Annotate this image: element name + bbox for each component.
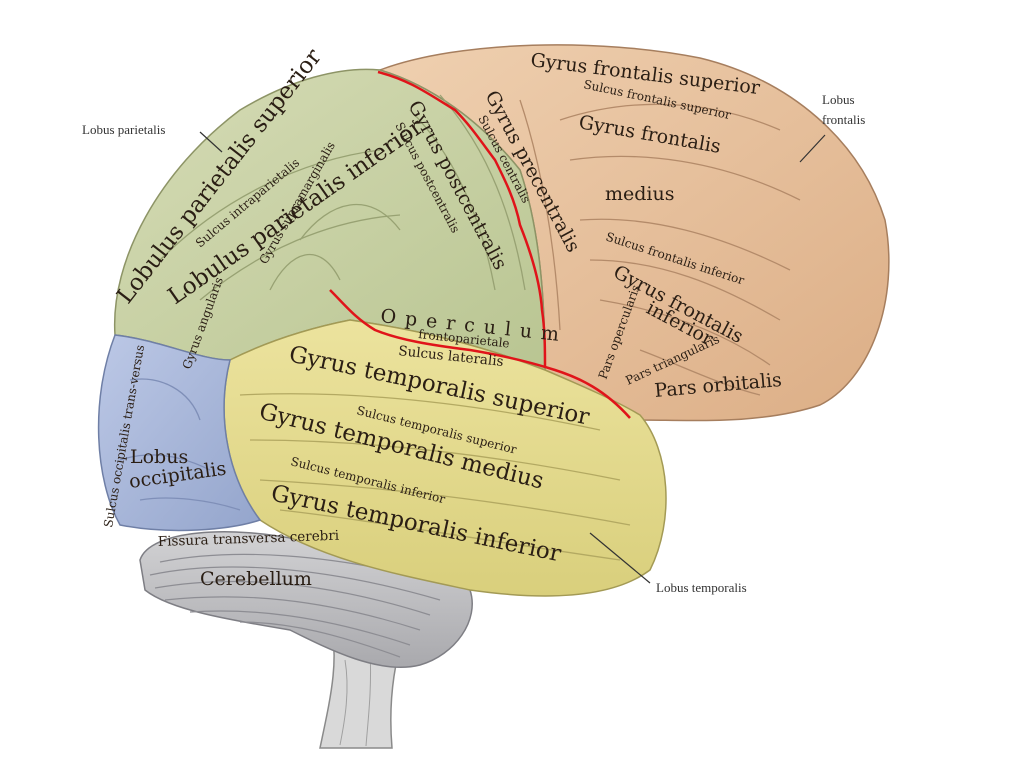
label-lobus-frontalis-2: frontalis bbox=[822, 112, 865, 127]
label-gyrus-frontalis-medius-2: medius bbox=[605, 183, 675, 205]
central-sulcus-highlight bbox=[377, 70, 547, 369]
temporal-lobe-region bbox=[223, 319, 667, 597]
label-fissura-transversa-cerebri: Fissura transversa cerebri bbox=[158, 528, 340, 550]
label-cerebellum: Cerebellum bbox=[200, 568, 312, 590]
label-lobus-parietalis: Lobus parietalis bbox=[82, 122, 165, 137]
lateral-sulcus-highlight bbox=[329, 289, 631, 419]
label-lobus-temporalis: Lobus temporalis bbox=[656, 580, 747, 595]
label-lobus-occipitalis-1: Lobus bbox=[130, 446, 188, 468]
label-lobus-frontalis-1: Lobus bbox=[822, 92, 855, 107]
occipital-lobe-region bbox=[97, 334, 262, 532]
gyri-contours bbox=[119, 94, 801, 561]
pointer-lines bbox=[199, 131, 826, 584]
